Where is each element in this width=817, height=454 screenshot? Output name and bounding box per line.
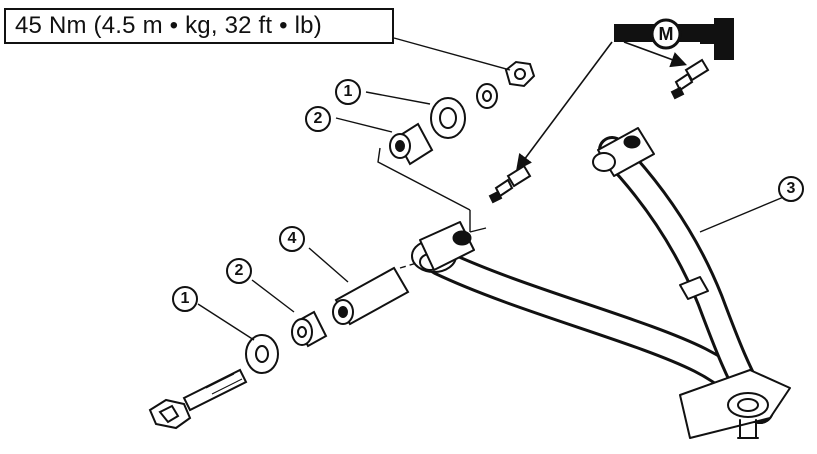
callout-part-2-upper: 2 [305,106,331,132]
callout-part-2-lower: 2 [226,258,252,284]
front-hardware [148,266,410,430]
torque-spec-label: 45 Nm (4.5 m • kg, 32 ft • lb) [4,8,394,44]
leader-lines [197,37,787,341]
grease-gun-icon [614,18,734,60]
a-arm [411,127,791,439]
rear-hardware [389,60,536,166]
grease-symbol-label: M [658,23,674,44]
callout-part-1-lower: 1 [172,286,198,312]
callout-part-4: 4 [279,226,305,252]
callout-part-1-upper: 1 [335,79,361,105]
callout-part-3: 3 [778,176,804,202]
grease-arrows [516,41,688,171]
